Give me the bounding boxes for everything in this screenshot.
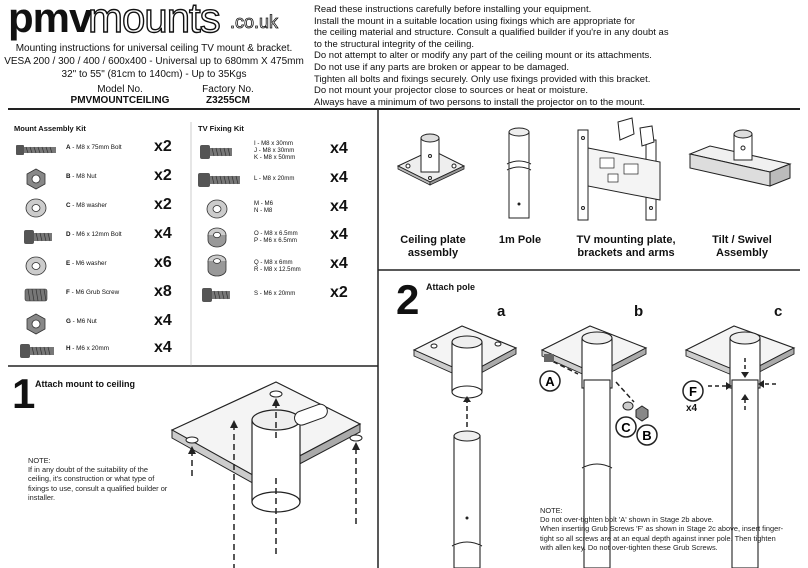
callout-f-qty: x4 <box>686 403 698 414</box>
bolt-icon <box>200 145 232 159</box>
instruction-line: Tighten all bolts and fixings securely. … <box>314 73 651 85</box>
subtitle-line: 32" to 55" (81cm to 140cm) - Up to 35Kgs <box>61 69 247 80</box>
brand-name-light: mounts <box>87 0 221 42</box>
instruction-line: Install the mount in a suitable location… <box>314 15 636 27</box>
nut-icon <box>26 313 46 335</box>
tv-kit-item-ijk: I - M8 x 30mm J - M8 x 30mm K - M8 x 50m… <box>198 138 373 168</box>
bolt-short-icon <box>24 230 52 244</box>
callout-a: A <box>539 370 561 392</box>
callout-f: F <box>682 380 704 402</box>
kit-item-g: G - M6 Nut x4 <box>14 310 184 336</box>
kit-item-c: C - M8 washer x2 <box>14 194 184 220</box>
spacer-icon <box>207 254 227 277</box>
washer-icon <box>25 198 47 218</box>
safety-instructions: Read these instructions carefully before… <box>314 4 804 108</box>
step-2-title: Attach pole <box>426 282 476 292</box>
instruction-line: Read these instructions carefully before… <box>314 4 592 15</box>
tv-mounting-plate-illustration <box>577 117 661 221</box>
spacer-icon <box>207 227 227 248</box>
svg-text:B: B <box>642 428 651 443</box>
pole-illustration <box>506 127 532 219</box>
instruction-line: Do not mount your projector close to sou… <box>314 85 589 97</box>
bolt-icon <box>198 173 240 187</box>
instruction-line: Do not use if any parts are broken or ap… <box>314 61 570 73</box>
step-2-number: 2 <box>396 276 420 323</box>
callout-b: B <box>636 424 658 446</box>
step-1-title: Attach mount to ceiling <box>35 379 135 389</box>
factory-label: Factory No. <box>202 84 254 95</box>
tv-kit-item-qr: Q - M8 x 6mm R - M8 x 12.5mm x4 <box>198 253 373 281</box>
tilt-swivel-illustration <box>688 129 792 187</box>
instruction-line: Do not attempt to alter or modify any pa… <box>314 50 652 62</box>
kit-item-b: B - M8 Nut x2 <box>14 165 184 191</box>
washer-icon <box>25 256 47 276</box>
step-2c-illustration <box>684 325 796 568</box>
tv-kit-title: TV Fixing Kit <box>198 124 244 133</box>
part-label-ceiling-plate: Ceiling plate assembly <box>400 234 466 259</box>
subtitle-line: Mounting instructions for universal ceil… <box>15 43 293 54</box>
tv-kit-item-l: L - M8 x 20mm x4 <box>198 167 373 195</box>
model-value: PMVMOUNTCEILING <box>70 95 170 106</box>
subtitle-line: VESA 200 / 300 / 400 / 600x400 - Univers… <box>4 56 304 67</box>
step-2-note: NOTE: Do not over-tighten bolt 'A' shown… <box>540 506 784 552</box>
tv-kit-item-mn: M - M6 N - M8 x4 <box>198 196 373 224</box>
ceiling-plate-illustration <box>396 133 466 186</box>
bolt-long-icon <box>16 145 56 155</box>
brand-domain: .co.uk <box>230 12 279 33</box>
svg-text:C: C <box>621 420 631 435</box>
kit-item-e: E - M6 washer x6 <box>14 252 184 278</box>
brand-name-bold: pmv <box>8 0 92 41</box>
step-1-number: 1 <box>12 370 36 417</box>
part-label-pole: 1m Pole <box>498 234 542 246</box>
svg-text:A: A <box>545 374 555 389</box>
svg-text:F: F <box>689 384 697 399</box>
tv-kit-item-s: S - M6 x 20mm x2 <box>198 282 373 310</box>
kit-item-a: A - M8 x 75mm Bolt x2 <box>14 136 184 162</box>
step-1-ceiling-mount-illustration <box>170 381 363 568</box>
kit-desc: - M8 x 75mm Bolt <box>70 144 122 151</box>
kit-item-f: F - M6 Grub Screw x8 <box>14 281 184 307</box>
instruction-line: to the structural integrity of the ceili… <box>314 38 474 50</box>
callout-c: C <box>615 416 637 438</box>
part-label-tilt-swivel: Tilt / Swivel Assembly <box>712 234 772 259</box>
instruction-line: the ceiling material and structure. Cons… <box>314 27 669 39</box>
header-divider <box>8 108 800 110</box>
bolt-short-icon <box>20 344 54 358</box>
kit-item-h: H - M6 x 20mm x4 <box>14 337 184 363</box>
step-2a-illustration <box>412 325 518 568</box>
grub-screw-icon <box>24 288 48 302</box>
part-label-tv-plate: TV mounting plate, brackets and arms <box>576 234 676 259</box>
step-2c-label: c <box>774 303 783 320</box>
step-1-note: NOTE: If in any doubt of the suitability… <box>28 456 168 502</box>
kit-qty: x2 <box>154 138 172 155</box>
model-label: Model No. <box>97 84 143 95</box>
step-2b-label: b <box>634 303 644 320</box>
bolt-icon <box>202 288 230 302</box>
step-2b-illustration <box>540 325 649 568</box>
kit-item-d: D - M6 x 12mm Bolt x4 <box>14 223 184 249</box>
kit-code: A <box>66 144 71 151</box>
mount-kit-title: Mount Assembly Kit <box>14 124 86 133</box>
product-subtitle: Mounting instructions for universal ceil… <box>0 42 308 81</box>
step-2a-label: a <box>497 303 506 320</box>
brand-logo: pmv mounts .co.uk <box>8 0 279 42</box>
washer-icon <box>206 199 228 219</box>
factory-value: Z3255CM <box>206 95 250 106</box>
instruction-line: Always have a minimum of two persons to … <box>314 96 646 108</box>
nut-icon <box>26 168 46 190</box>
tv-kit-item-op: O - M8 x 6.5mm P - M6 x 6.5mm x4 <box>198 224 373 252</box>
